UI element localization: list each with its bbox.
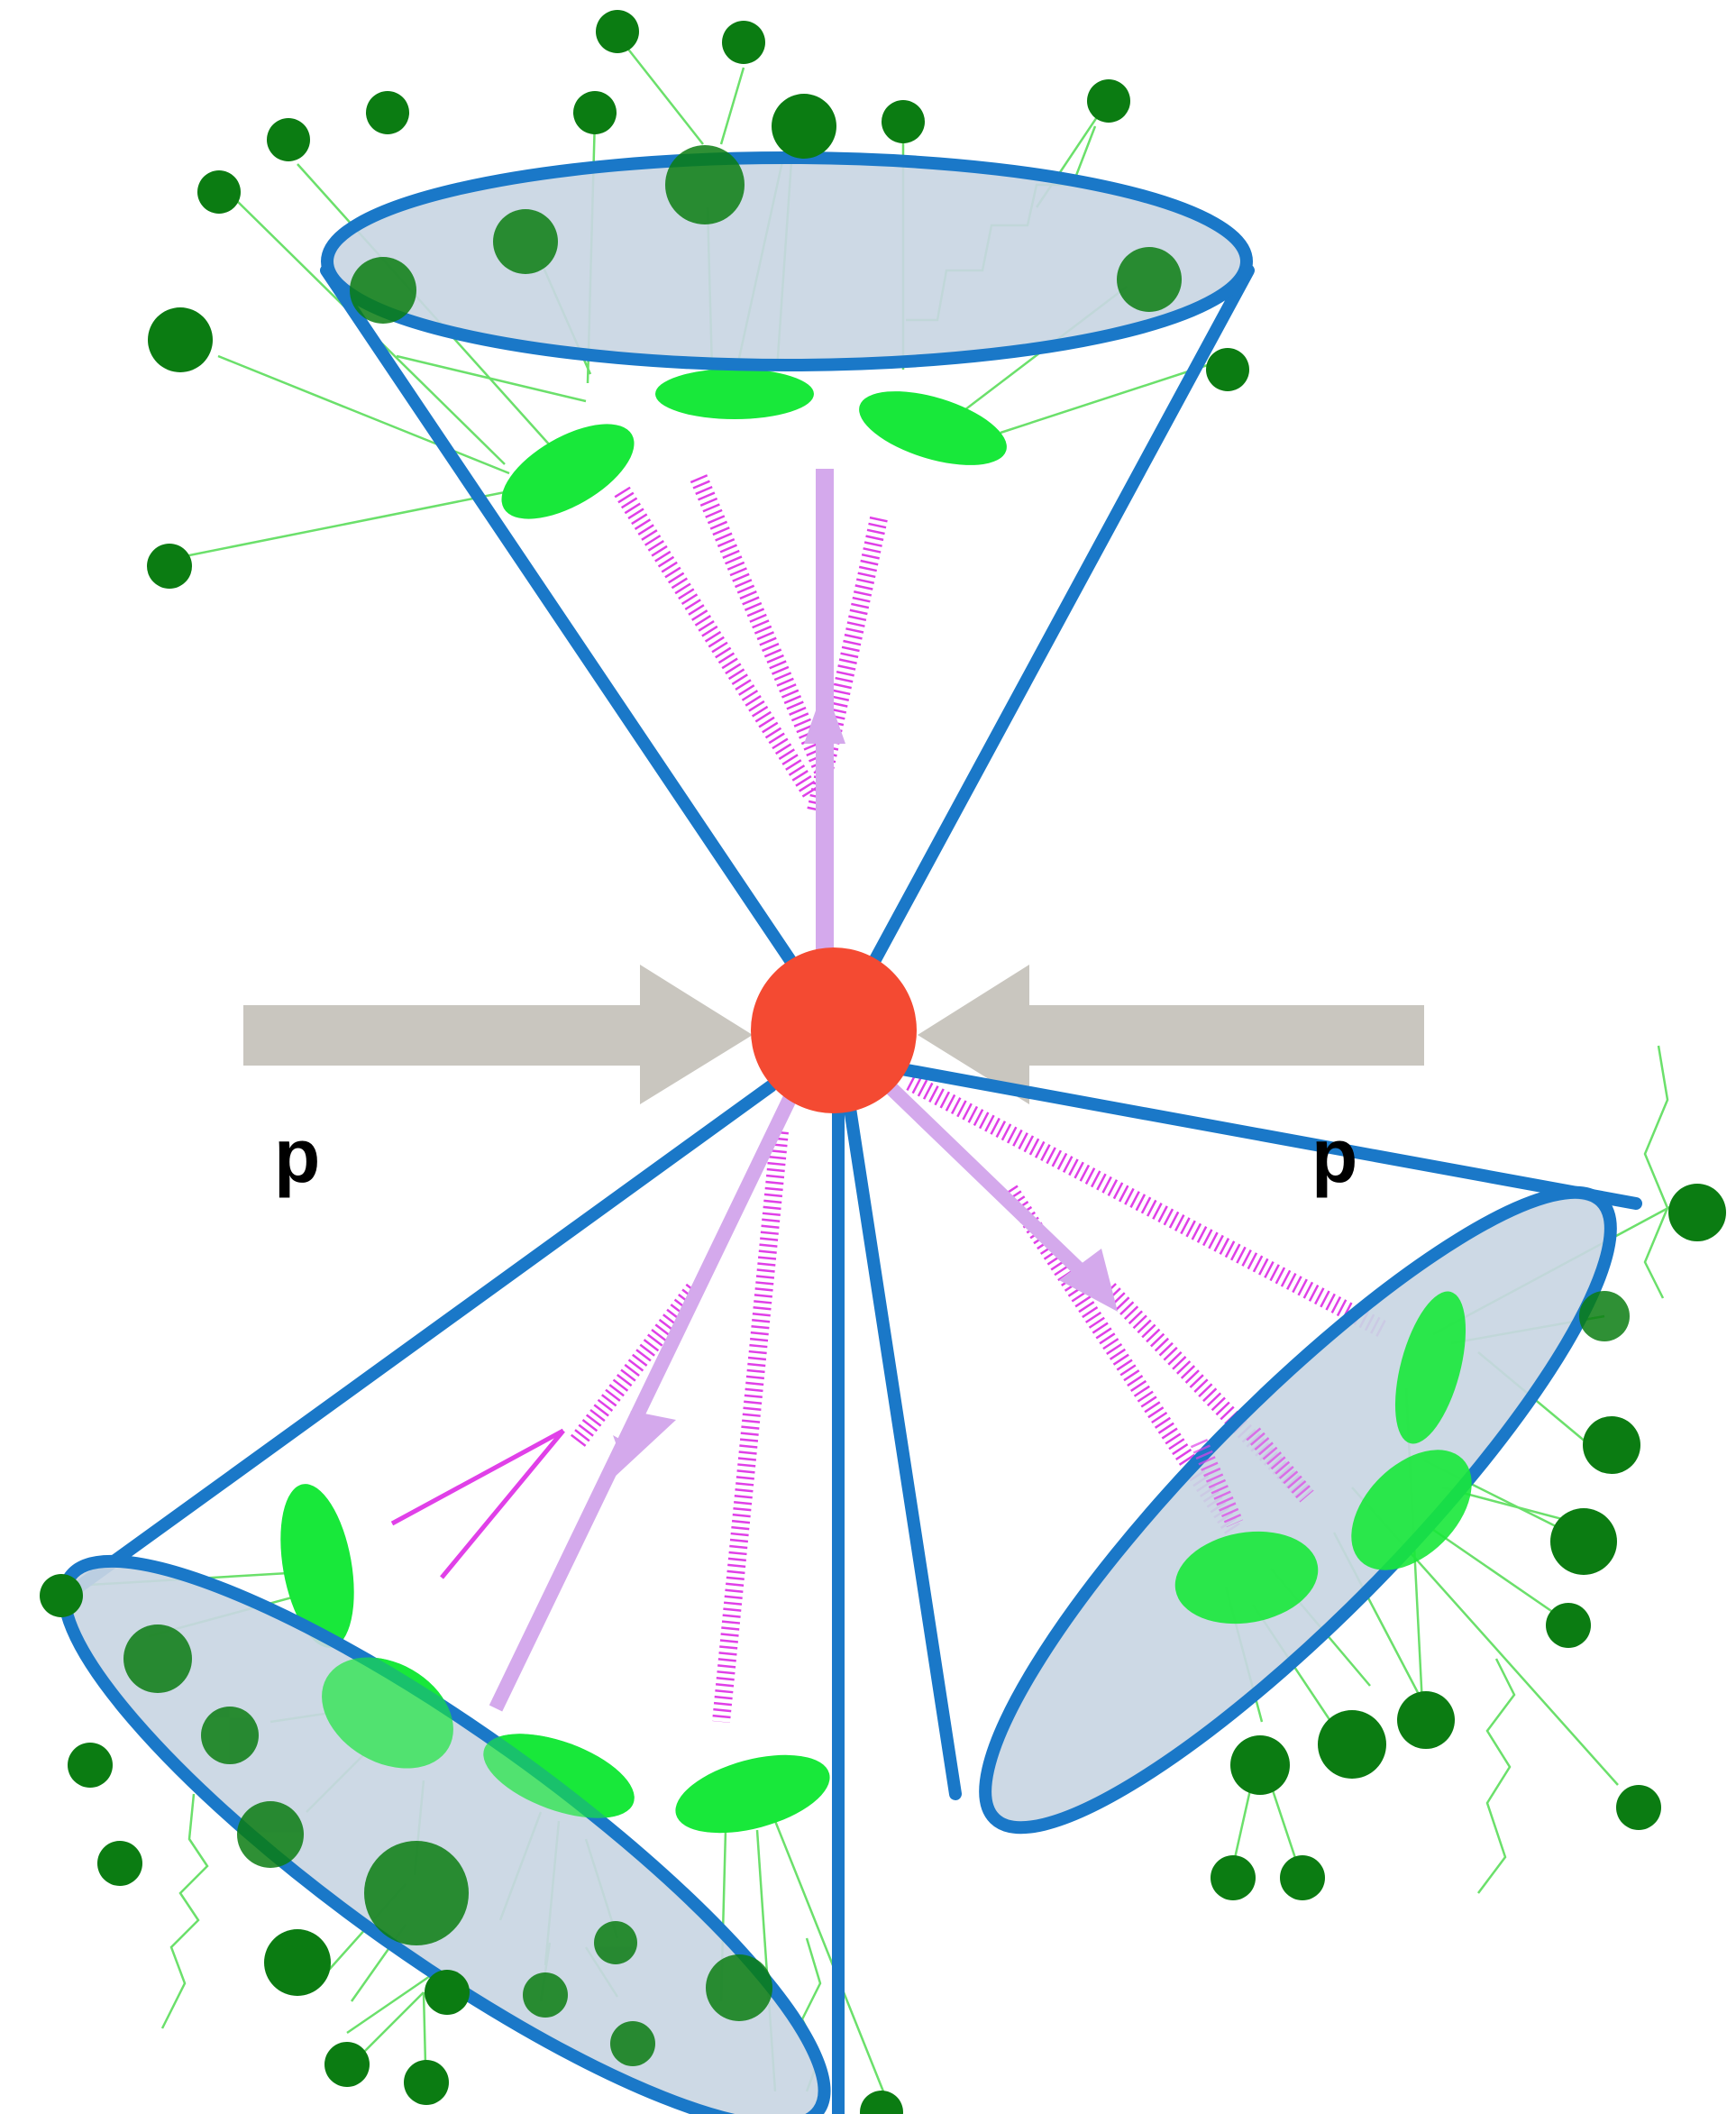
gluon-spring xyxy=(614,486,819,799)
final-particle xyxy=(324,2042,370,2087)
gluon-spring xyxy=(712,1130,789,1723)
proton-beams xyxy=(243,965,1424,1104)
dark-hadron xyxy=(364,1841,469,1945)
dark-hadron xyxy=(1579,1291,1630,1341)
gluon-split-line xyxy=(390,1428,565,1526)
gluon-split-line xyxy=(440,1429,565,1579)
quark-line xyxy=(846,1045,1110,1299)
final-particle xyxy=(366,91,409,134)
dark-hadron xyxy=(123,1624,192,1693)
final-particle xyxy=(1583,1416,1640,1474)
dark-hadron xyxy=(665,145,745,224)
dark-hadron xyxy=(706,1954,772,2021)
final-particle xyxy=(97,1841,142,1886)
final-particle xyxy=(882,100,925,143)
collision-vertex-icon xyxy=(751,947,917,1113)
final-particle xyxy=(68,1743,113,1788)
jet-cone-right-opening xyxy=(979,1185,1617,1835)
final-particle xyxy=(1280,1855,1325,1900)
final-particle xyxy=(264,1929,331,1996)
light-hadron xyxy=(1394,1291,1466,1444)
final-particle xyxy=(1206,348,1249,391)
dark-hadron xyxy=(772,94,836,159)
cone-edge xyxy=(866,1057,1642,1210)
final-particle xyxy=(148,307,213,372)
light-hadron xyxy=(280,1484,354,1648)
dark-hadron xyxy=(1117,247,1182,312)
jet-bottom-left-final-particles xyxy=(40,1574,903,2114)
cone-edge xyxy=(48,1080,777,1611)
gluon-spring xyxy=(570,1283,701,1449)
cone-edge xyxy=(320,264,799,971)
light-hadron xyxy=(501,424,635,519)
final-particle xyxy=(197,170,241,214)
dark-hadron xyxy=(493,209,558,274)
quark-direction-arrow-icon xyxy=(804,685,845,744)
jet-top-final-particles xyxy=(147,10,1249,589)
final-particle xyxy=(1318,1710,1386,1779)
jet-top xyxy=(147,10,1255,971)
jet-cone-top-opening xyxy=(321,151,1253,371)
final-particle xyxy=(1230,1735,1290,1795)
cone-edge xyxy=(866,264,1255,971)
dark-hadron xyxy=(523,1972,568,2018)
final-particle xyxy=(404,2060,449,2105)
final-particle xyxy=(1616,1785,1661,1830)
final-particle xyxy=(573,91,617,134)
beam-label-right: p xyxy=(1311,1113,1358,1198)
final-particle xyxy=(860,2091,903,2114)
quark-direction-arrow-icon xyxy=(1059,1249,1118,1312)
dark-hadron xyxy=(237,1801,304,1868)
jet-right-final-particles xyxy=(1211,1184,1726,1900)
proton-beam-left-arrow-icon xyxy=(243,965,753,1104)
light-hadron xyxy=(675,1754,830,1834)
gluon-spring xyxy=(690,474,834,779)
final-particle xyxy=(147,544,192,589)
final-particle xyxy=(1546,1603,1591,1648)
gluon-spring xyxy=(906,1074,1388,1338)
dark-hadron xyxy=(350,257,416,324)
beam-label-left: p xyxy=(274,1113,321,1198)
dark-hadron xyxy=(201,1707,259,1764)
final-particle xyxy=(425,1970,470,2015)
final-particle xyxy=(722,21,765,64)
proton-beam-right-arrow-icon xyxy=(918,965,1424,1104)
final-particle xyxy=(40,1574,83,1617)
dark-hadron xyxy=(594,1921,637,1964)
final-particle xyxy=(267,118,310,161)
final-particle xyxy=(1397,1691,1455,1749)
cone-edge xyxy=(841,1084,962,1800)
quark-line xyxy=(489,1092,799,1712)
final-particle xyxy=(596,10,639,53)
final-particle xyxy=(1668,1184,1726,1241)
light-hadron xyxy=(655,369,814,419)
light-hadron xyxy=(1351,1450,1472,1570)
light-hadron xyxy=(1174,1531,1319,1624)
final-particle xyxy=(1087,79,1130,123)
final-particle xyxy=(1550,1508,1617,1575)
light-hadron xyxy=(859,391,1007,465)
final-particle xyxy=(1211,1855,1256,1900)
jet-bottom-left xyxy=(40,1080,903,2114)
jet-right xyxy=(841,1045,1726,1900)
dark-hadron xyxy=(610,2021,655,2066)
